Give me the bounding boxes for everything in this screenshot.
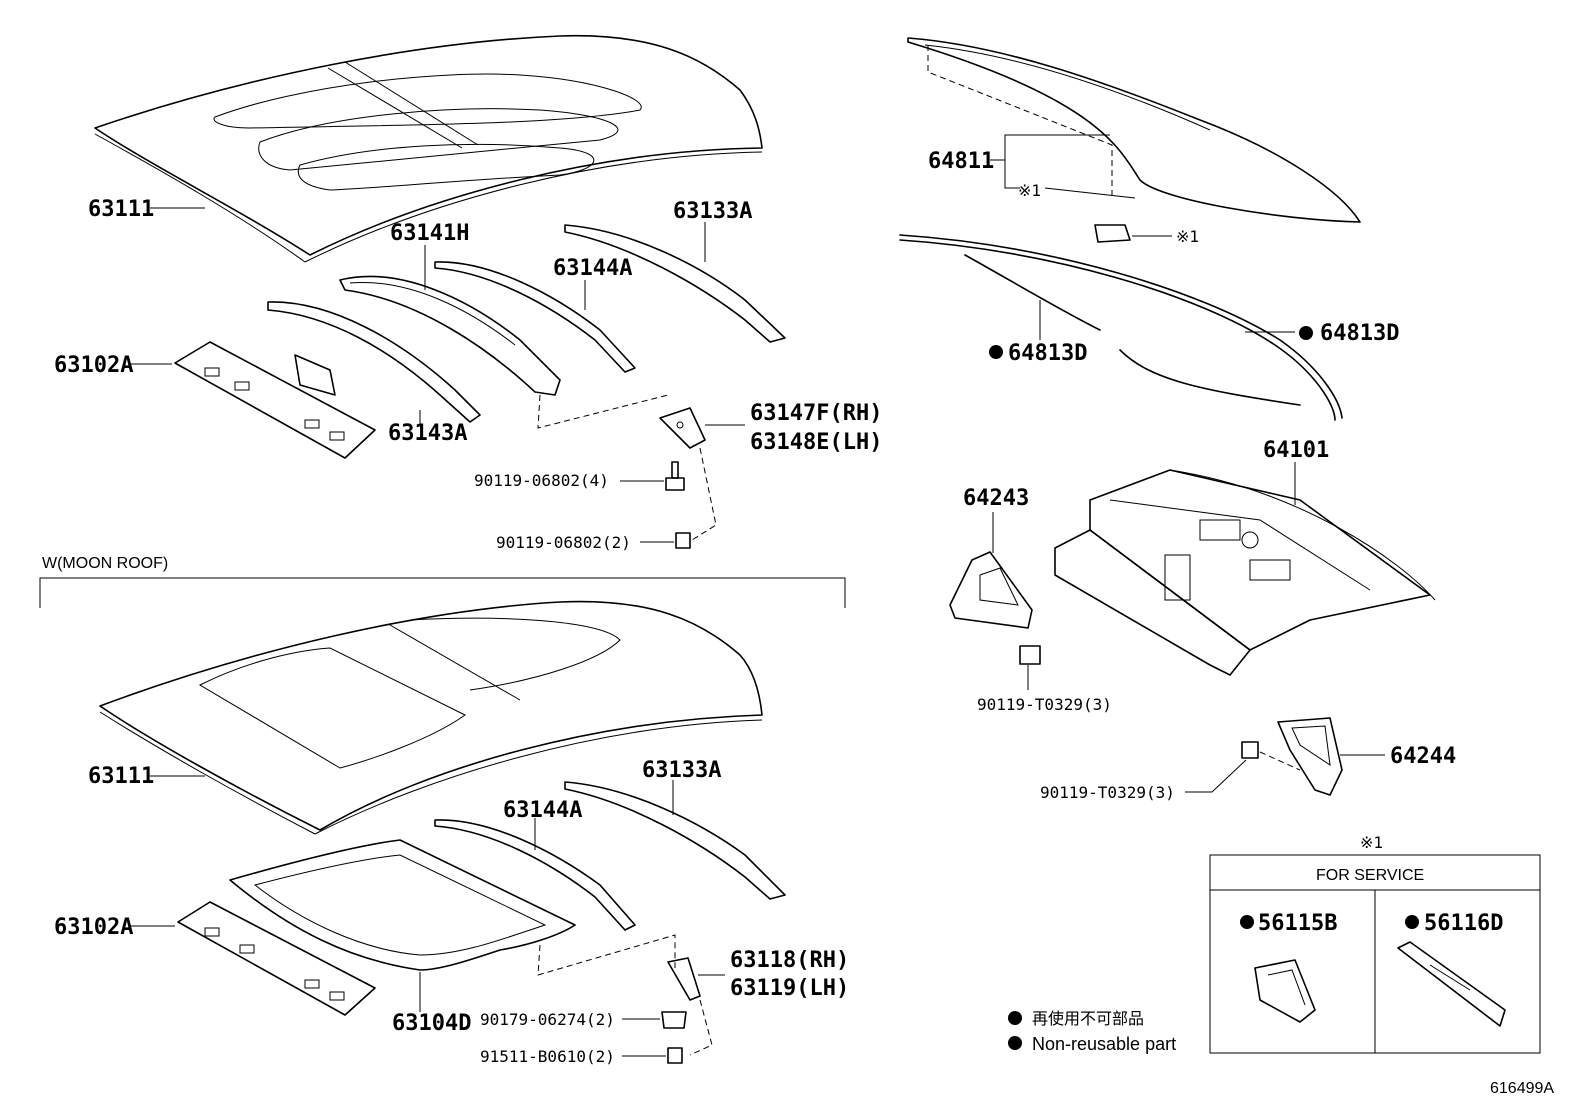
label-rail-63133a-moon: 63133A bbox=[642, 758, 721, 783]
label-rail-63143a: 63143A bbox=[388, 421, 467, 446]
rail-63144a-top bbox=[434, 261, 636, 373]
label-bolt-t0329-left: 90119-T0329(3) bbox=[977, 695, 1112, 714]
label-rail-63102a-top: 63102A bbox=[54, 353, 133, 378]
label-brace-right: 64244 bbox=[1390, 744, 1456, 769]
legend-marker-en bbox=[1008, 1036, 1022, 1050]
non-reusable-marker-service-2 bbox=[1405, 915, 1419, 929]
rail-63144a-moon bbox=[434, 819, 636, 931]
label-bracket-moon-rh: 63118(RH) bbox=[730, 948, 849, 973]
label-rail-63102a-moon: 63102A bbox=[54, 915, 133, 940]
legend-jp: 再使用不可部品 bbox=[1032, 1010, 1144, 1028]
label-service-part-1: 56115B bbox=[1258, 911, 1337, 936]
bracket-63147f bbox=[659, 407, 706, 449]
label-weatherstrip-right: 64813D bbox=[1320, 321, 1399, 346]
brace-64243 bbox=[949, 551, 1033, 629]
rail-63141h bbox=[339, 275, 561, 396]
rail-63102a-top bbox=[174, 341, 376, 459]
brace-64244 bbox=[1277, 717, 1343, 796]
non-reusable-marker-service-1 bbox=[1240, 915, 1254, 929]
rail-63102a-moon bbox=[177, 901, 376, 1016]
label-bolt-t0329-right: 90119-T0329(3) bbox=[1040, 783, 1175, 802]
label-bracket-lh: 63148E(LH) bbox=[750, 430, 882, 455]
label-shelf: 64101 bbox=[1263, 438, 1329, 463]
rail-63143a bbox=[267, 301, 481, 423]
nut-90179-06274 bbox=[661, 1011, 687, 1029]
clip-56116d bbox=[1397, 941, 1506, 1027]
non-reusable-marker-left bbox=[989, 345, 1003, 359]
moon-roof-bracket bbox=[39, 577, 846, 608]
back-glass-64811 bbox=[907, 37, 1361, 223]
screw-91511-b0610 bbox=[667, 1047, 683, 1064]
label-bolt-2: 90119-06802(2) bbox=[496, 533, 631, 552]
service-box bbox=[1209, 854, 1541, 1054]
glass-clip bbox=[1094, 224, 1131, 243]
label-bolt-4: 90119-06802(4) bbox=[474, 471, 609, 490]
service-title: FOR SERVICE bbox=[1316, 867, 1424, 884]
rail-63133a-moon bbox=[564, 781, 786, 900]
label-rail-63144a-top: 63144A bbox=[553, 256, 632, 281]
label-rail-63133a-top: 63133A bbox=[673, 199, 752, 224]
moon-roof-section-title: W(MOON ROOF) bbox=[42, 555, 168, 572]
label-service-part-2: 56116D bbox=[1424, 911, 1503, 936]
clip-56115b bbox=[1254, 959, 1316, 1023]
service-ref: ※1 bbox=[1360, 833, 1383, 852]
label-rail-63141h: 63141H bbox=[390, 221, 469, 246]
bolt-90119-06802-4 bbox=[665, 461, 685, 491]
drawing-id: 616499A bbox=[1490, 1080, 1554, 1097]
label-bracket-rh: 63147F(RH) bbox=[750, 401, 882, 426]
label-roof-top: 63111 bbox=[88, 197, 154, 222]
label-weatherstrip-left: 64813D bbox=[1008, 341, 1087, 366]
moon-roof-frame-63104d bbox=[229, 839, 576, 971]
label-moon-frame: 63104D bbox=[392, 1011, 471, 1036]
label-clip-ref: ※1 bbox=[1176, 227, 1199, 246]
bolt-90119-06802-2 bbox=[675, 532, 691, 549]
label-nut-moon: 90179-06274(2) bbox=[480, 1010, 615, 1029]
label-glass-ref: ※1 bbox=[1018, 181, 1041, 200]
label-rail-63144a-moon: 63144A bbox=[503, 798, 582, 823]
label-bracket-moon-lh: 63119(LH) bbox=[730, 976, 849, 1001]
bracket-63118 bbox=[667, 957, 701, 1001]
non-reusable-marker-right bbox=[1299, 326, 1313, 340]
package-tray-64101 bbox=[1054, 469, 1436, 676]
legend-marker-jp bbox=[1008, 1011, 1022, 1025]
roof-panel-top bbox=[94, 34, 763, 263]
rail-63133a-top bbox=[564, 224, 786, 343]
label-brace-left: 64243 bbox=[963, 486, 1029, 511]
label-screw-moon: 91511-B0610(2) bbox=[480, 1047, 615, 1066]
label-roof-moon: 63111 bbox=[88, 764, 154, 789]
label-glass: 64811 bbox=[928, 149, 994, 174]
bolt-90119-t0329-left bbox=[1019, 645, 1041, 665]
bolt-90119-t0329-right bbox=[1241, 741, 1259, 759]
weatherstrip-64813d bbox=[899, 234, 1343, 421]
roof-panel-moon bbox=[99, 600, 763, 835]
legend-en: Non-reusable part bbox=[1032, 1034, 1176, 1054]
